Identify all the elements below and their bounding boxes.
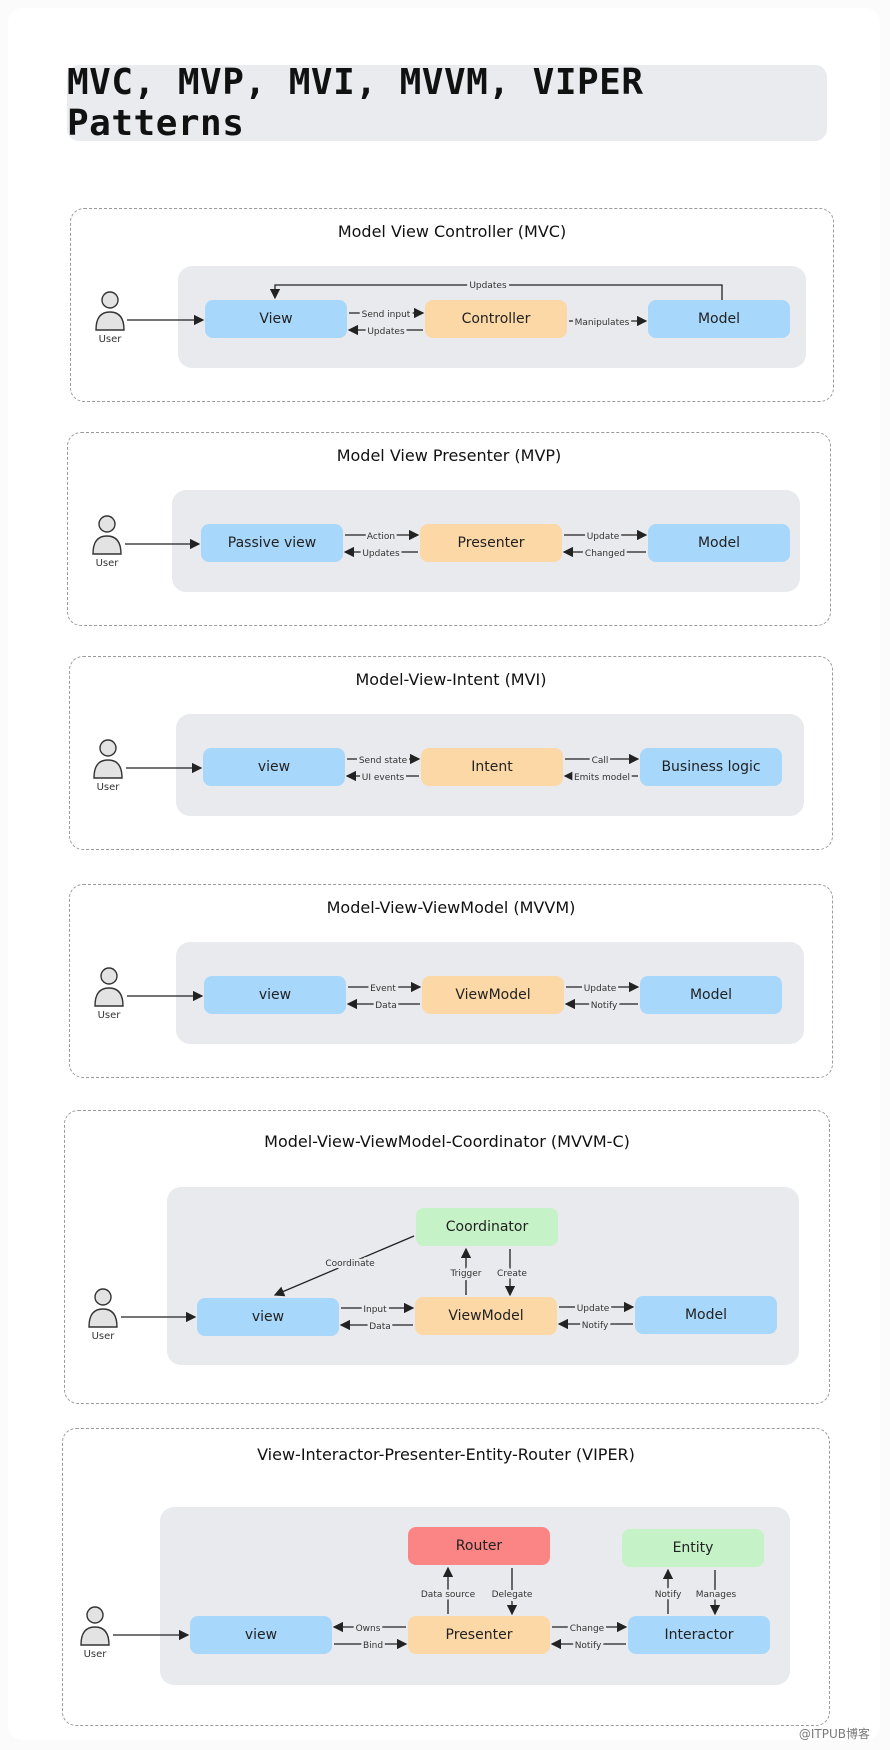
box-model: Model (648, 300, 790, 338)
box-presenter: Presenter (420, 524, 562, 562)
box-router: Router (408, 1527, 550, 1565)
user-icon (94, 967, 124, 1007)
box-model: Model (640, 976, 782, 1014)
user-label: User (97, 1010, 121, 1021)
user-viper: User (75, 1605, 115, 1665)
page-title: MVC, MVP, MVI, MVVM, VIPER Patterns (67, 62, 644, 144)
box-intent: Intent (421, 748, 563, 786)
user-icon (92, 515, 122, 555)
section-title-mvi: Model-View-Intent (MVI) (355, 670, 547, 689)
section-title-mvp: Model View Presenter (MVP) (336, 446, 562, 465)
box-passive-view: Passive view (201, 524, 343, 562)
box-model: Model (648, 524, 790, 562)
user-icon (93, 739, 123, 779)
user-mvi: User (88, 738, 128, 798)
user-label: User (83, 1649, 107, 1660)
section-title-mvc: Model View Controller (MVC) (337, 222, 567, 241)
user-icon (95, 291, 125, 331)
box-viewmodel: ViewModel (422, 976, 564, 1014)
box-view: View (205, 300, 347, 338)
user-icon (80, 1606, 110, 1646)
user-icon (88, 1288, 118, 1328)
box-view: view (204, 976, 346, 1014)
user-mvc: User (90, 290, 130, 350)
user-mvp: User (87, 514, 127, 574)
box-presenter: Presenter (408, 1616, 550, 1654)
box-model: Model (635, 1296, 777, 1334)
box-business-logic: Business logic (640, 748, 782, 786)
title-banner: MVC, MVP, MVI, MVVM, VIPER Patterns (67, 62, 827, 144)
box-view: view (190, 1616, 332, 1654)
user-label: User (91, 1331, 115, 1342)
section-title-viper: View-Interactor-Presenter-Entity-Router … (257, 1445, 635, 1464)
user-mvvm-c: User (83, 1287, 123, 1347)
box-view: view (197, 1298, 339, 1336)
box-controller: Controller (425, 300, 567, 338)
box-entity: Entity (622, 1529, 764, 1567)
section-title-mvvm-c: Model-View-ViewModel-Coordinator (MVVM-C… (264, 1132, 630, 1151)
user-label: User (95, 558, 119, 569)
user-label: User (98, 334, 122, 345)
box-viewmodel: ViewModel (415, 1297, 557, 1335)
box-view: view (203, 748, 345, 786)
box-coordinator: Coordinator (416, 1208, 558, 1246)
watermark: @ITPUB博客 (798, 1727, 870, 1741)
user-mvvm: User (89, 966, 129, 1026)
section-title-mvvm: Model-View-ViewModel (MVVM) (326, 898, 576, 917)
user-label: User (96, 782, 120, 793)
box-interactor: Interactor (628, 1616, 770, 1654)
